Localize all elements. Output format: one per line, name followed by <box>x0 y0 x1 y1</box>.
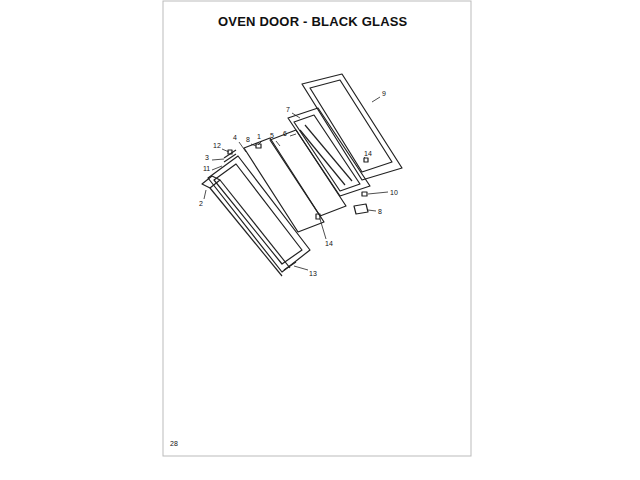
callout-number: 13 <box>309 270 317 277</box>
callout-number: 14 <box>364 150 372 157</box>
callout-number: 3 <box>205 154 209 161</box>
callout-number: 9 <box>382 90 386 97</box>
callout-number: 7 <box>286 106 290 113</box>
callout-number: 8 <box>246 136 250 143</box>
callout-number: 4 <box>233 134 237 141</box>
callout-number: 12 <box>213 142 221 149</box>
callout-number: 11 <box>203 165 210 172</box>
callout-number: 8 <box>378 208 382 215</box>
diagram-title: OVEN DOOR - BLACK GLASS <box>218 15 408 28</box>
callout-number: 6 <box>283 130 287 137</box>
callout-number: 14 <box>325 240 333 247</box>
page-number: 28 <box>170 440 178 447</box>
callout-number: 1 <box>257 133 261 140</box>
callout-number: 5 <box>270 132 274 139</box>
callout-number: 2 <box>199 200 203 207</box>
callout-number: 10 <box>390 189 398 196</box>
